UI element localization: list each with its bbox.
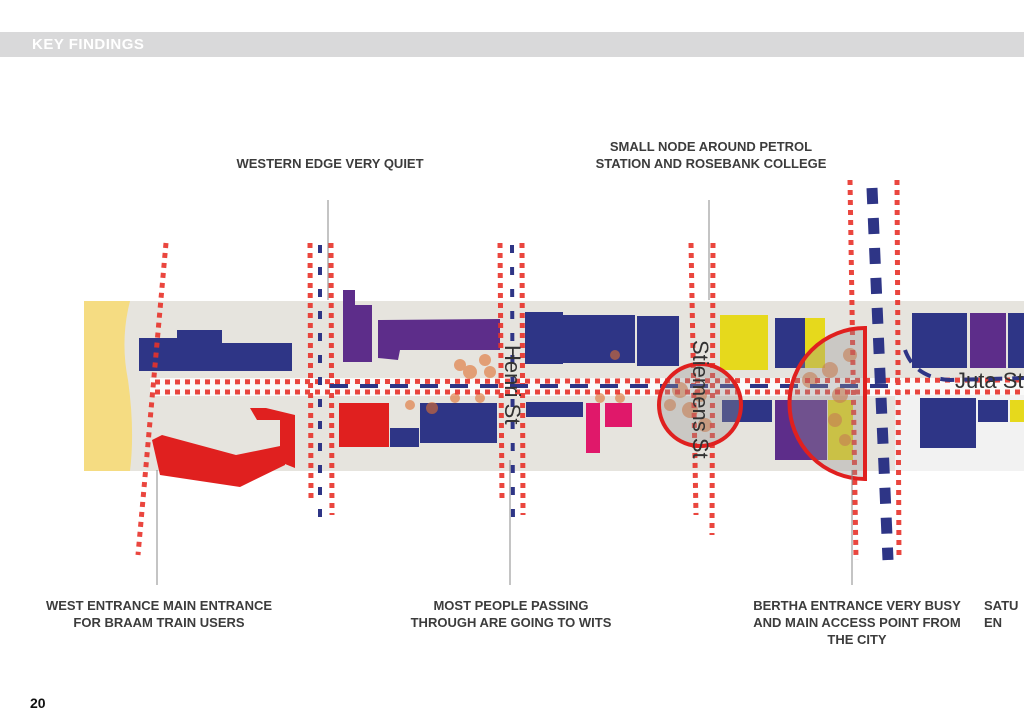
vehicle-routes bbox=[318, 187, 1024, 561]
pedestrian-routes bbox=[135, 179, 1024, 561]
highway-ramp bbox=[84, 301, 133, 471]
finding-bertha-entrance: BERTHA ENTRANCE VERY BUSY AND MAIN ACCES… bbox=[753, 598, 961, 647]
finding-western-edge: WESTERN EDGE VERY QUIET bbox=[236, 156, 424, 171]
street-label-juta: Juta St bbox=[955, 368, 1023, 393]
bertha-entrance-node bbox=[787, 325, 867, 482]
leader-lines bbox=[156, 200, 853, 585]
finding-cut-off: SATU EN bbox=[984, 598, 1019, 630]
finding-small-node: SMALL NODE AROUND PETROL STATION AND ROS… bbox=[595, 139, 827, 171]
buildings bbox=[139, 290, 1024, 487]
street-label-stiemens: Stiemens St bbox=[688, 340, 713, 459]
petrol-station-node bbox=[657, 362, 743, 448]
section-title: KEY FINDINGS bbox=[32, 36, 145, 53]
page-number: 20 bbox=[30, 695, 46, 711]
section-header: KEY FINDINGS bbox=[0, 32, 1024, 57]
street-label-henri: Henri St bbox=[500, 345, 525, 424]
finding-most-people: MOST PEOPLE PASSING THROUGH ARE GOING TO… bbox=[410, 598, 612, 630]
finding-west-entrance: WEST ENTRANCE MAIN ENTRANCE FOR BRAAM TR… bbox=[45, 598, 273, 630]
